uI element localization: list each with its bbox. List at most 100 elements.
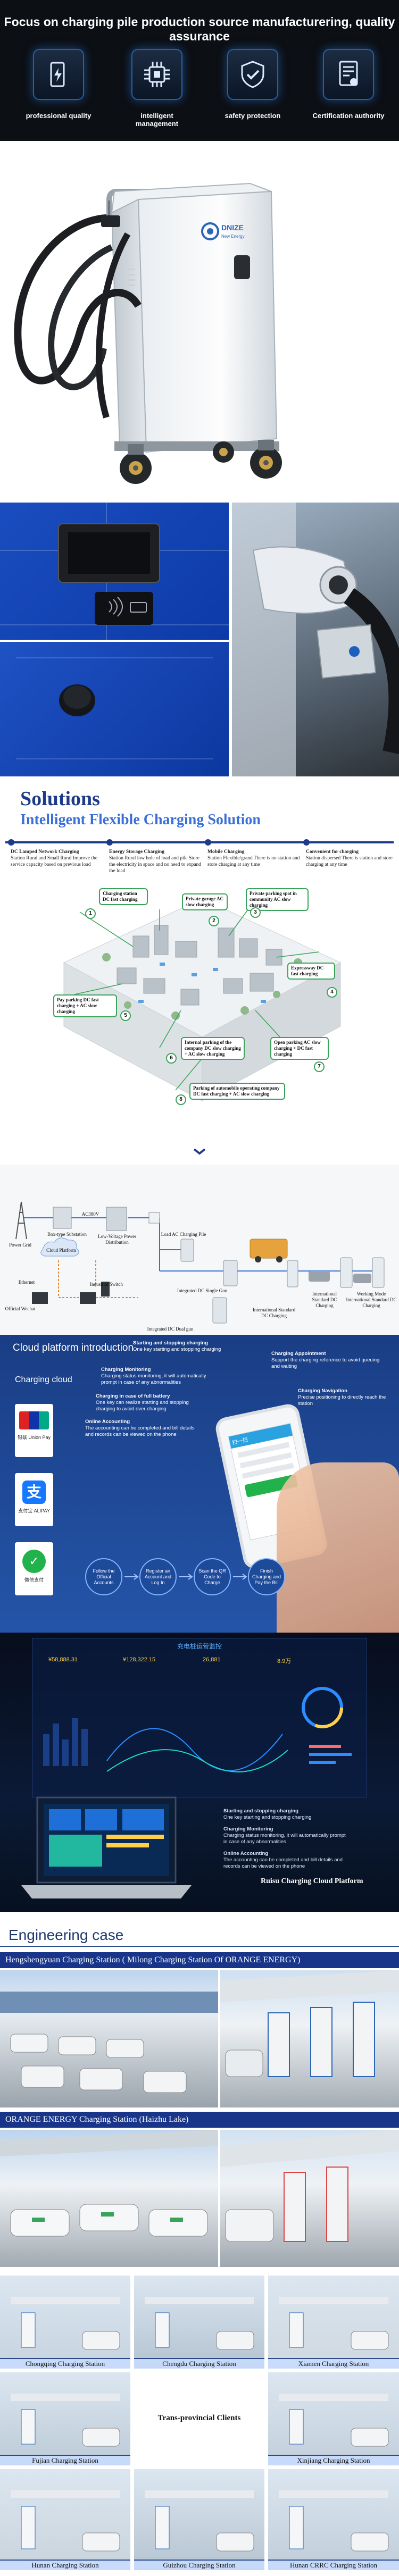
case-banner-hengshengyuan: Hengshengyuan Charging Station ( Milong … — [0, 1952, 399, 1968]
label-official-wechat: Official Wechat — [5, 1306, 36, 1311]
label-international-dc: International Standard DC Charging — [312, 1291, 337, 1308]
callout-private-garage: Private garage AC slow charging — [182, 893, 228, 910]
feature-label: professional quality — [26, 112, 92, 120]
case-photo-chargers — [220, 1970, 399, 2107]
trans-provincial-label: Trans-provincial Clients — [134, 2372, 264, 2465]
features-heading: Focus on charging pile production source… — [4, 15, 395, 43]
emergency-button-photo — [0, 642, 229, 776]
brand-logo-sub: New Energy — [221, 234, 245, 239]
cloud-title: Cloud platform introduction — [13, 1342, 134, 1353]
case-caption: Chengdu Charging Station — [134, 2358, 264, 2369]
feature-certification-authority: Certification authority — [311, 49, 386, 120]
laptop-illustration — [21, 1796, 192, 1898]
shield-check-icon — [227, 49, 278, 100]
callout-charging-station: Charging station DC fast charging — [99, 888, 148, 905]
label-box-substation: Box-type Substation — [47, 1232, 87, 1237]
features-banner: Focus on charging pile production source… — [0, 0, 399, 141]
label-load-ac: Load AC Charging Pile — [161, 1232, 206, 1237]
label-dc-single: Integrated DC Single Gun — [177, 1288, 228, 1293]
case-caption: Fujian Charging Station — [0, 2455, 130, 2465]
feature-safety-protection: safety protection — [215, 49, 290, 120]
label-industrial-switch: Industrial Switch — [90, 1282, 123, 1287]
wechat-pay-icon: ✓ — [22, 1550, 46, 1573]
product-showcase: DNIZE New Energy — [0, 141, 399, 503]
trans-provincial-text: Trans-provincial Clients — [157, 2413, 241, 2422]
case-grid-item: Xinjiang Charging Station — [268, 2372, 399, 2465]
case-caption: Chongqing Charging Station — [0, 2358, 130, 2369]
case-photo-station-canopy — [220, 2130, 399, 2267]
step-follow: Follow the Official Accounts — [85, 1558, 122, 1595]
unionpay-icon — [19, 1411, 49, 1429]
case-grid-item: Guizhou Charging Station — [134, 2469, 264, 2570]
cloud-left-title: Charging cloud — [15, 1375, 72, 1384]
detail-photos — [0, 503, 399, 776]
engineering-title: Engineering case — [9, 1927, 124, 1943]
case-grid-item: Fujian Charging Station — [0, 2372, 130, 2465]
case-grid-item: Xiamen Charging Station — [268, 2276, 399, 2369]
engineering-cases: Engineering case Hengshengyuan Charging … — [0, 1912, 399, 2576]
cloud-intro: Cloud platform introduction Charging clo… — [0, 1335, 399, 1633]
topology-diagram — [0, 1165, 399, 1335]
arrow-right-icon — [124, 1574, 139, 1580]
arrow-right-icon — [233, 1574, 247, 1580]
feature-intelligent-management: intelligent management — [120, 49, 194, 128]
wechat-pay-card: ✓ 微信支付 — [15, 1542, 53, 1595]
marker-5: 5 — [120, 1010, 131, 1021]
label-dc-dual: Integrated DC Dual gun — [147, 1326, 194, 1332]
touchscreen-photo — [0, 503, 229, 640]
case-caption: Hunan Charging Station — [0, 2560, 130, 2570]
chevron-down-icon — [193, 1148, 206, 1155]
mobile-charger-illustration: DNIZE New Energy — [14, 182, 282, 484]
feature-label: intelligent management — [135, 112, 179, 128]
label-ethernet: Ethernet — [18, 1279, 35, 1285]
marker-2: 2 — [209, 916, 219, 926]
marker-6: 6 — [166, 1053, 177, 1064]
label-low-voltage: Low-Voltage Power Distribution — [97, 1234, 137, 1245]
label-bus-charging: International Standard DC Charging — [252, 1307, 296, 1318]
callout-pay-parking: Pay parking DC fast charging + AC slow c… — [53, 994, 117, 1017]
unionpay-card: 银联 Union Pay — [15, 1404, 53, 1457]
brand-logo-text: DNIZE — [221, 223, 244, 232]
marker-3: 3 — [250, 907, 261, 918]
feature-professional-quality: professional quality — [21, 49, 96, 120]
case-caption: Guizhou Charging Station — [134, 2560, 264, 2570]
callout-expressway: Expressway DC fast charging — [287, 963, 335, 980]
case-grid-item: Chongqing Charging Station — [0, 2276, 130, 2369]
label-ac380v: AC380V — [81, 1211, 99, 1217]
marker-8: 8 — [176, 1094, 186, 1105]
callout-automobile-company: Parking of automobile operating company … — [189, 1083, 285, 1100]
case-banner-haizhu-lake: ORANGE ENERGY Charging Station (Haizhu L… — [0, 2112, 399, 2128]
marker-1: 1 — [85, 908, 96, 919]
chip-icon — [131, 49, 182, 100]
phone-charge-icon — [33, 49, 84, 100]
label-power-grid: Power Grid — [9, 1242, 31, 1248]
case-caption: Hunan CRRC Charging Station — [268, 2560, 399, 2570]
case-caption: Xiamen Charging Station — [268, 2358, 399, 2369]
callout-private-parking: Private parking spot in community AC slo… — [246, 888, 309, 911]
case-grid-item: Chengdu Charging Station — [134, 2276, 264, 2369]
dashboard-header: 充电桩运营监控 — [177, 1643, 222, 1650]
label-cloud-platform: Cloud Platform — [46, 1248, 76, 1253]
certificate-icon — [323, 49, 374, 100]
dashboard-screen: 充电桩运营监控 ¥58,888.31 ¥128,322.15 26,881 8.… — [32, 1638, 367, 1797]
cloud-platform: 充电桩运营监控 ¥58,888.31 ¥128,322.15 26,881 8.… — [0, 1633, 399, 1912]
solutions-title: Solutions — [20, 788, 100, 810]
callout-internal-parking: Internal parking of the company DC slow … — [181, 1037, 245, 1060]
alipay-card: 支 支付宝 ALIPAY — [15, 1473, 53, 1526]
system-topology: Power Grid Box-type Substation Low-Volta… — [0, 1122, 399, 1335]
hand-image — [277, 1462, 399, 1633]
case-caption: Xinjiang Charging Station — [268, 2455, 399, 2465]
